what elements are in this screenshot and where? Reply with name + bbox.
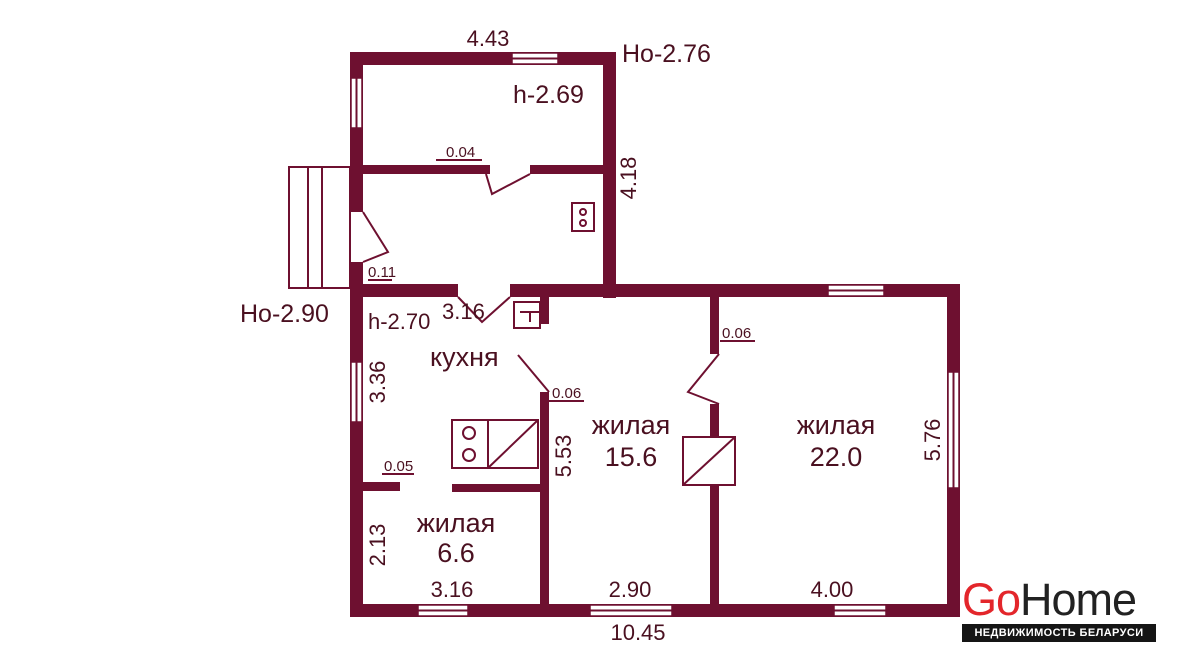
- dim-kitchen-width: 3.16: [442, 299, 485, 324]
- dim-bottom-middle: 2.90: [609, 577, 652, 602]
- dim-top-width: 4.43: [467, 26, 510, 51]
- sink-icon: [513, 301, 541, 329]
- wall-small-room-top: [350, 482, 400, 491]
- logo-wordmark: GoHome: [962, 577, 1156, 623]
- logo-tagline: НЕДВИЖИМОСТЬ БЕЛАРУСИ: [962, 624, 1156, 642]
- door-swing-entrance: [362, 211, 390, 263]
- label-underlines: [368, 159, 755, 475]
- h-left-label: h-2.70: [368, 309, 430, 334]
- porch: [288, 166, 351, 289]
- room-mid-area: 15.6: [605, 442, 658, 472]
- dim-right-upper: 4.18: [616, 157, 641, 200]
- room-big-label: жилая: [797, 410, 876, 440]
- dim-door-middle: 0.06: [552, 385, 581, 402]
- gohome-logo: GoHome НЕДВИЖИМОСТЬ БЕЛАРУСИ: [962, 577, 1156, 642]
- dim-bottom-right: 4.00: [811, 577, 854, 602]
- wall-divider-2-top: [710, 284, 719, 354]
- room-mid-label: жилая: [592, 410, 671, 440]
- wall-main-top: [510, 284, 960, 297]
- dim-total-width: 10.45: [610, 620, 665, 645]
- logo-home: Home: [1020, 574, 1137, 625]
- doors: [362, 173, 720, 405]
- room-small-label: жилая: [417, 508, 496, 538]
- porch-outline: [288, 166, 351, 289]
- wall-divider-1-top: [540, 284, 549, 324]
- dim-bottom-left: 3.16: [431, 577, 474, 602]
- dim-middle-height: 5.53: [551, 435, 576, 478]
- wall-top: [350, 52, 616, 65]
- windows: [350, 52, 960, 617]
- labels: 4.43 Hо-2.76 h-2.69 4.18 0.04 0.11 Hо-2.…: [240, 26, 945, 645]
- ho-left-label: Hо-2.90: [240, 300, 329, 328]
- logo-go: Go: [962, 574, 1021, 625]
- wall-stove-partition: [452, 484, 542, 492]
- dim-small-height: 2.13: [365, 524, 390, 567]
- wall-main-left: [350, 284, 363, 617]
- room-big-area: 22.0: [810, 442, 863, 472]
- dim-right-height: 5.76: [920, 419, 945, 462]
- dim-kitchen-height: 3.36: [365, 361, 390, 404]
- door-swing-room2: [686, 353, 720, 405]
- door-swing-room1: [517, 354, 550, 393]
- h-top-label: h-2.69: [513, 81, 584, 109]
- dim-door-right: 0.06: [722, 325, 751, 342]
- wall-partition-left: [350, 165, 490, 174]
- dim-door-top: 0.04: [446, 144, 475, 161]
- room-small-area: 6.6: [437, 538, 475, 568]
- wall-partition-right: [530, 165, 616, 174]
- wall-kitchen-top: [350, 284, 458, 297]
- door-swing-top: [485, 173, 531, 196]
- dim-door-left: 0.11: [368, 264, 396, 281]
- gas-stove-annex: [571, 202, 595, 232]
- wall-divider-2: [710, 404, 719, 617]
- fixtures: [451, 202, 736, 486]
- ho-top-label: Hо-2.76: [622, 40, 711, 68]
- room-kitchen-label: кухня: [430, 342, 499, 372]
- wall-divider-1: [540, 392, 549, 617]
- wall-annex-left-upper: [350, 52, 363, 212]
- dim-small-door: 0.05: [384, 458, 413, 475]
- door-swing-kitchen: [457, 296, 511, 324]
- wall-annex-right: [603, 52, 616, 298]
